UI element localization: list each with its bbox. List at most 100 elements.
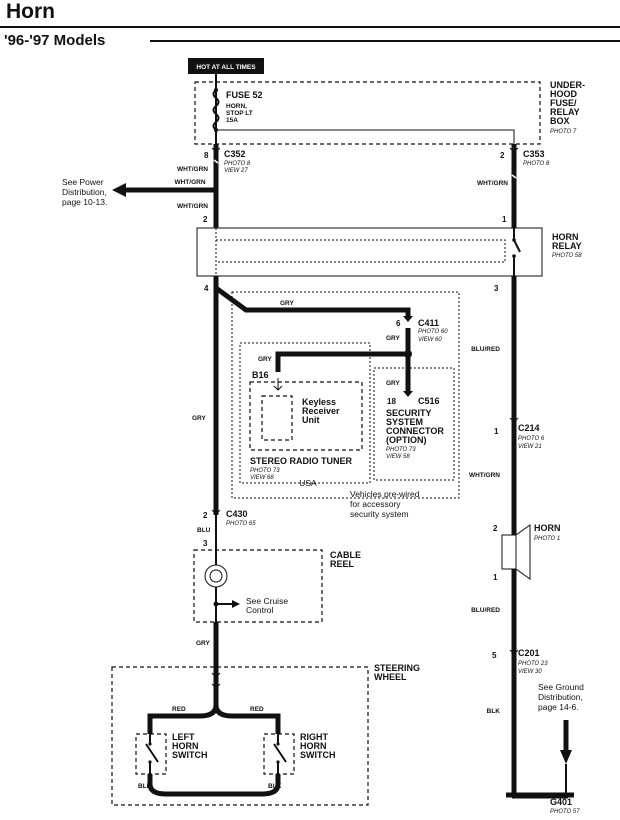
c352-pin-8: 8 xyxy=(204,151,209,160)
c411-arrow-icon xyxy=(403,316,413,322)
c430-photo: PHOTO 65 xyxy=(226,521,256,527)
c201-connector-symbol xyxy=(509,649,519,655)
steering-label-2: WHEEL xyxy=(374,672,407,682)
blk-label-3: BLK xyxy=(487,708,501,715)
prewired-note-2: for accessory xyxy=(350,499,401,509)
left-horn-label-1: LEFT xyxy=(172,732,195,742)
cable-reel-icon xyxy=(204,564,228,588)
cable-reel-label-1: CABLE xyxy=(330,550,361,560)
b16-pin-symbol xyxy=(273,378,283,391)
b16-label: B16 xyxy=(252,370,269,380)
stereo-view: VIEW 68 xyxy=(250,475,274,481)
relay-contact-dot xyxy=(512,254,516,258)
stereo-radio-tuner-box xyxy=(249,381,363,451)
wht-grn-label-3: WHT/GRN xyxy=(177,203,208,210)
c353-label: C353 xyxy=(523,149,545,159)
right-horn-label-3: SWITCH xyxy=(300,750,336,760)
right-switch-contact-icon xyxy=(273,743,287,763)
fuse-bus-wire xyxy=(216,129,515,144)
relay-contact-dot xyxy=(512,238,516,242)
keyless-label-1: Keyless xyxy=(302,397,336,407)
underhood-label-3: FUSE/ xyxy=(550,98,577,108)
c411-pin-6: 6 xyxy=(396,319,401,328)
right-horn-label-2: HORN xyxy=(300,741,327,751)
gry-label-1: GRY xyxy=(280,300,295,307)
gry-label-5: GRY xyxy=(192,415,207,422)
relay-switch-contact xyxy=(513,239,521,253)
horn-photo: PHOTO 1 xyxy=(534,536,560,542)
ground-dist-note-2: Distribution, xyxy=(538,692,583,702)
cable-reel-inner-icon xyxy=(209,569,223,583)
power-dist-note-3: page 10-13. xyxy=(62,197,107,207)
page-subtitle: '96-'97 Models xyxy=(4,32,106,49)
relay-pin-2: 2 xyxy=(203,215,208,224)
right-switch-dot xyxy=(276,760,280,764)
fuse-desc-1: HORN, xyxy=(226,103,247,110)
cable-reel-box xyxy=(193,549,323,623)
relay-pin-1: 1 xyxy=(502,215,507,224)
g401-label: G401 xyxy=(550,797,572,807)
keyless-label-2: Receiver xyxy=(302,406,340,416)
c353-pin-2: 2 xyxy=(500,151,505,160)
fuse-desc-2: STOP LT xyxy=(226,110,253,117)
keyless-receiver-box xyxy=(261,395,293,441)
c201-view: VIEW 30 xyxy=(518,669,542,675)
horn-icon xyxy=(515,524,531,580)
gry-security-wire xyxy=(214,285,411,318)
underhood-label-4: RELAY xyxy=(550,107,580,117)
relay-pin-4: 4 xyxy=(204,284,209,293)
security-label-2: SYSTEM xyxy=(386,417,423,427)
wht-grn-label-2: WHT/GRN xyxy=(477,180,508,187)
left-switch-contact-icon xyxy=(145,743,159,763)
blk-label-2: BLK xyxy=(268,783,282,790)
c411-photo: PHOTO 60 xyxy=(418,329,448,335)
fuse-terminal xyxy=(214,88,218,92)
c353-photo: PHOTO 8 xyxy=(523,161,550,167)
blk-label-1: BLK xyxy=(138,783,152,790)
security-view: VIEW 58 xyxy=(386,454,410,460)
power-dist-note-2: Distribution, xyxy=(62,187,107,197)
wht-grn-label-5: WHT/GRN xyxy=(469,472,500,479)
underhood-label-1: UNDER- xyxy=(550,80,585,90)
security-label-4: (OPTION) xyxy=(386,435,427,445)
blu-label: BLU xyxy=(197,527,211,534)
left-switch-dot xyxy=(148,760,152,764)
hot-at-all-times-label: HOT AT ALL TIMES xyxy=(196,64,256,71)
horn-pin-2: 2 xyxy=(493,524,498,533)
c516-pin-18: 18 xyxy=(387,397,396,406)
blk-switch-wire xyxy=(147,774,281,797)
c201-pin-5: 5 xyxy=(492,651,497,660)
ground-arrow-icon xyxy=(560,750,572,764)
gry-label-4: GRY xyxy=(386,380,401,387)
security-prewire-region xyxy=(231,291,460,499)
power-dist-arrow-icon xyxy=(112,183,126,197)
c214-photo: PHOTO 6 xyxy=(518,436,545,442)
g401-photo: PHOTO 57 xyxy=(550,809,580,815)
underhood-label-5: BOX xyxy=(550,116,570,126)
horn-label: HORN xyxy=(534,523,561,533)
relay-coil-loop xyxy=(216,239,506,263)
blu-red-label-1: BLU/RED xyxy=(471,346,500,353)
c352-label: C352 xyxy=(224,149,246,159)
steering-wheel-box xyxy=(111,666,369,806)
c516-arrow-icon xyxy=(403,391,413,397)
horn-body xyxy=(501,534,517,570)
horn-relay-box xyxy=(196,227,543,277)
cruise-note-1: See Cruise xyxy=(246,596,288,606)
security-label-1: SECURITY xyxy=(386,408,432,418)
cruise-note-2: Control xyxy=(246,605,274,615)
red-label-1: RED xyxy=(172,706,186,713)
fuse-desc-3: 15A xyxy=(226,117,238,124)
c352-photo: PHOTO 8 xyxy=(224,161,251,167)
wire-stripe xyxy=(511,174,517,179)
steering-label-1: STEERING xyxy=(374,663,420,673)
stereo-region xyxy=(239,342,371,484)
gry-label-6: GRY xyxy=(196,640,211,647)
power-dist-note-1: See Power xyxy=(62,177,104,187)
horn-relay-label-2: RELAY xyxy=(552,241,582,251)
c411-label: C411 xyxy=(418,318,439,328)
usa-label: USA xyxy=(299,478,317,488)
red-label-2: RED xyxy=(250,706,264,713)
c516-label: C516 xyxy=(418,396,440,406)
